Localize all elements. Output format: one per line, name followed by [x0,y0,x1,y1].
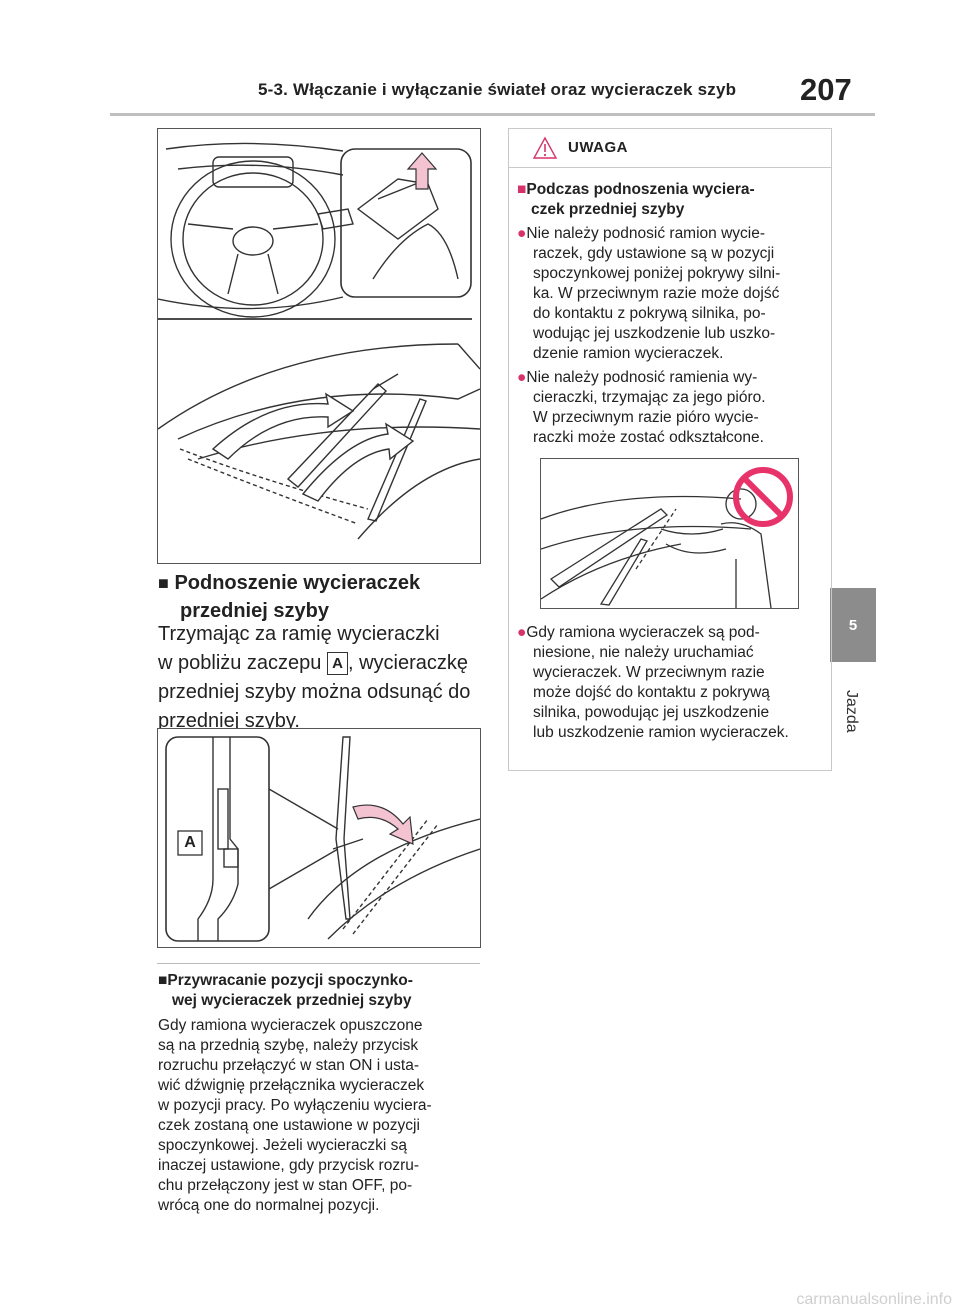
section-separator [157,963,480,964]
warning-header: UWAGA [508,128,832,168]
prohibited-lifting-figure [540,458,799,609]
warning-bullet-1: ●Nie należy podnosić ramion wycie- racze… [517,225,781,362]
wiper-lever-illustration [158,142,480,540]
warning-box [508,128,832,771]
raise-arrow-icon [211,392,355,460]
warning-heading: ■Podczas podnoszenia wyciera- czek przed… [517,181,755,218]
section-title: 5-3. Włączanie i wyłączanie świateł oraz… [258,80,737,99]
raise-arrow-icon-2 [301,422,415,502]
figure-label-a: A [184,834,196,851]
rest-position-text: Gdy ramiona wycieraczek opuszczone są na… [158,1017,432,1214]
warning-title: UWAGA [568,139,628,156]
up-arrow-icon [406,152,438,190]
heading-raising-wipers: ■ Podnoszenie wycieraczek przedniej szyb… [158,572,421,622]
prohibited-icon [733,467,793,527]
wiper-lever-figure [157,128,481,564]
heading-rest-position: ■Przywracanie pozycji spoczynko- wej wyc… [158,972,413,1009]
warning-bullet-3: ●Gdy ramiona wycieraczek są pod- niesion… [517,624,789,741]
warning-bullet-2: ●Nie należy podnosić ramienia wy- cierac… [517,369,766,446]
raising-instructions: Trzymając za ramię wycieraczki w pobliżu… [158,623,471,732]
callout-a-badge: A [326,652,348,675]
header-rule [110,113,875,116]
chapter-tab[interactable]: 5 [830,588,876,662]
warning-triangle-icon [532,136,558,159]
lift-arrow-icon [352,804,414,845]
chapter-label: Jazda [843,690,860,733]
chapter-number: 5 [848,616,858,634]
page-number: 207 [800,72,852,107]
wiper-hook-figure: A [157,728,481,948]
footer-watermark: carmanualsonline.info [796,1291,952,1308]
